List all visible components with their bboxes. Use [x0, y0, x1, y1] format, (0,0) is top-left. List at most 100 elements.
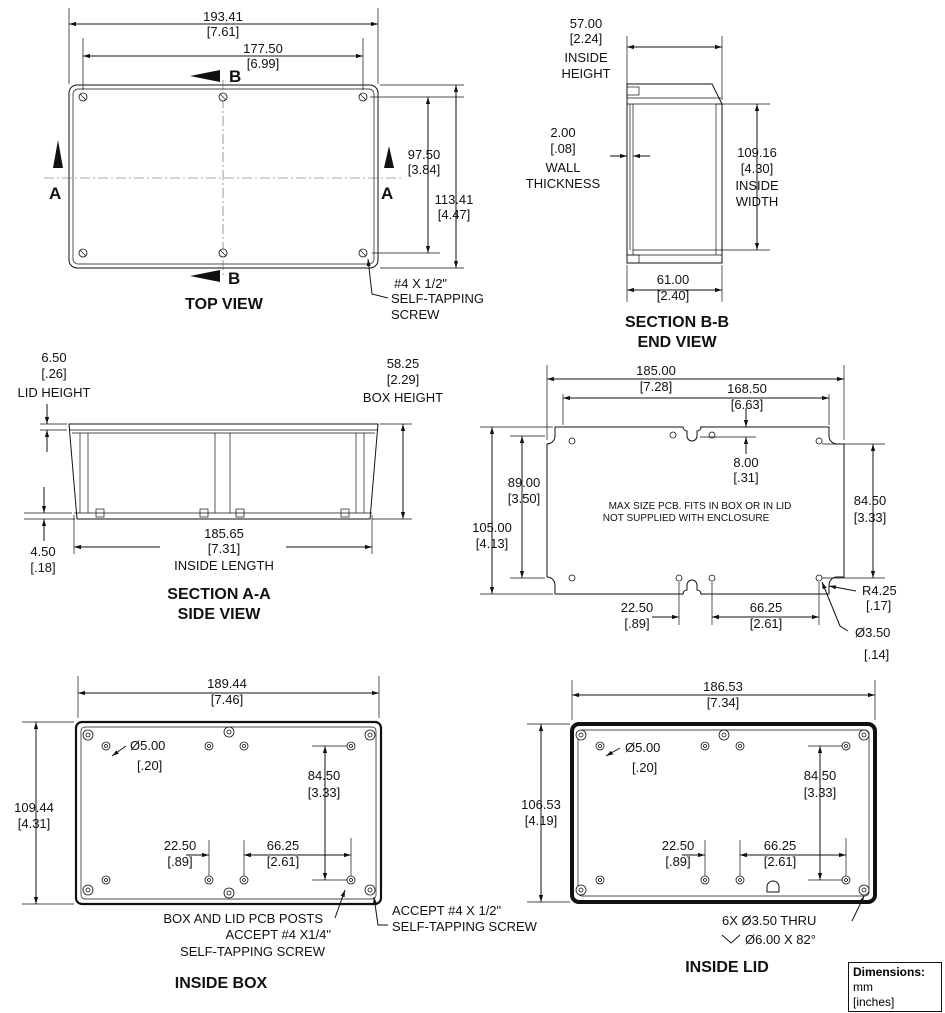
inside-length-label: INSIDE LENGTH — [174, 558, 274, 573]
side-view: 6.50 [.26] LID HEIGHT 58.25 [2.29] BOX H… — [18, 350, 444, 623]
pcb-hole-span-x-in: [6.63] — [731, 397, 764, 412]
end-bottom-mm: 61.00 — [657, 272, 690, 287]
side-view-title-1: SECTION A-A — [167, 586, 271, 603]
wall-label2: THICKNESS — [526, 176, 601, 191]
box-height-2-mm: 109.44 — [14, 800, 54, 815]
box-post-dia-mm: Ø5.00 — [130, 738, 165, 753]
lid-post-dia-mm: Ø5.00 — [625, 740, 660, 755]
section-a-right-arrow-icon — [384, 146, 394, 168]
inside-lid-inner-outline — [577, 729, 870, 897]
section-b-bottom-arrow-icon — [190, 270, 220, 282]
inside-lid-title: INSIDE LID — [685, 959, 769, 976]
box-height-2-in: [4.31] — [18, 816, 51, 831]
inside-width-label2: WIDTH — [736, 194, 779, 209]
top-view-outline — [68, 84, 379, 269]
pcb-height-in: [4.13] — [476, 536, 509, 551]
pcb-hole-span-x-mm: 168.50 — [727, 381, 767, 396]
end-bottom-in: [2.40] — [657, 288, 690, 303]
box-note-corner-2: SELF-TAPPING SCREW — [392, 919, 538, 934]
box-span-y-mm: 84.50 — [308, 768, 341, 783]
box-note-posts-1: BOX AND LID PCB POSTS — [163, 911, 323, 926]
pcb-notch-in: [.31] — [733, 470, 758, 485]
pcb-mid-left-in: [.89] — [624, 616, 649, 631]
box-mid-right-in: [2.61] — [267, 854, 300, 869]
inside-height-label1: INSIDE — [564, 50, 608, 65]
lid-span-y-mm: 84.50 — [804, 768, 837, 783]
inside-height-mm: 57.00 — [570, 16, 603, 31]
pcb-view: MAX SIZE PCB. FITS IN BOX OR IN LID NOT … — [472, 363, 897, 662]
inside-width-mm: 109.16 — [737, 145, 777, 160]
dimensions-legend: Dimensions: mm [inches] — [848, 962, 942, 1012]
pcb-hole-span-y-in: [3.50] — [508, 491, 541, 506]
inside-box-post-icons — [82, 726, 376, 899]
lid-thru-note-2: Ø6.00 X 82° — [745, 932, 816, 947]
top-width-in: [7.61] — [207, 24, 240, 39]
section-b-label-top: B — [229, 67, 241, 86]
section-a-label-right: A — [381, 184, 393, 203]
lid-mid-right-in: [2.61] — [764, 854, 797, 869]
top-height-in: [4.47] — [438, 207, 471, 222]
top-hole-span-x-mm: 177.50 — [243, 41, 283, 56]
box-note-posts-3: SELF-TAPPING SCREW — [180, 944, 326, 959]
pcb-mid-right-in: [2.61] — [750, 616, 783, 631]
top-view: A A B B 193.41 [7.61] 177.50 [6.99] 97.5… — [44, 8, 484, 322]
top-view-inner-outline — [72, 88, 375, 265]
pcb-right-span-in: [3.33] — [854, 510, 887, 525]
top-width-mm: 193.41 — [203, 9, 243, 24]
box-height-label: BOX HEIGHT — [363, 390, 443, 405]
box-note-corner-1: ACCEPT #4 X 1/2" — [392, 903, 502, 918]
inside-box-view: 189.44 [7.46] 109.44 [4.31] Ø5.00 [.20] … — [14, 676, 538, 992]
lid-height-in: [.26] — [41, 366, 66, 381]
section-a-left-arrow-icon — [53, 140, 63, 168]
lid-width-in: [7.34] — [707, 695, 740, 710]
top-hole-span-y-mm: 97.50 — [408, 147, 441, 162]
lid-width-mm: 186.53 — [703, 679, 743, 694]
end-view: 57.00 [2.24] INSIDE HEIGHT 2.00 [.08] WA… — [526, 16, 779, 351]
screw-hole-icons — [78, 92, 368, 258]
pcb-hole-dia-mm: Ø3.50 — [855, 625, 890, 640]
wall-in: [.08] — [550, 141, 575, 156]
section-a-label-left: A — [49, 184, 61, 203]
top-height-mm: 113.41 — [435, 192, 474, 207]
lid-mid-right-mm: 66.25 — [764, 838, 797, 853]
end-view-title-1: SECTION B-B — [625, 314, 729, 331]
pcb-mid-right-mm: 66.25 — [750, 600, 783, 615]
wall-mm: 2.00 — [550, 125, 575, 140]
lid-height-label: LID HEIGHT — [18, 385, 91, 400]
inside-box-inner-outline — [80, 726, 377, 900]
box-post-dia-in: [.20] — [137, 758, 162, 773]
pcb-width-mm: 185.00 — [636, 363, 676, 378]
screw-note-line2: SELF-TAPPING — [391, 291, 484, 306]
pcb-hole-dia-in: [.14] — [864, 647, 889, 662]
side-view-outline — [68, 423, 379, 520]
lid-thru-note-1: 6X Ø3.50 THRU — [722, 913, 816, 928]
screw-note-line3: SCREW — [391, 307, 440, 322]
legend-unit: mm — [853, 980, 873, 994]
box-mid-left-in: [.89] — [167, 854, 192, 869]
end-view-title-2: END VIEW — [637, 334, 717, 351]
countersink-icon — [721, 934, 741, 944]
box-mid-left-mm: 22.50 — [164, 838, 197, 853]
top-view-title: TOP VIEW — [185, 296, 264, 313]
pcb-radius-in: [.17] — [866, 598, 891, 613]
pcb-right-span-mm: 84.50 — [854, 493, 887, 508]
pcb-outline — [546, 426, 845, 595]
lid-height-2-mm: 106.53 — [521, 797, 561, 812]
end-view-outline — [626, 83, 723, 264]
inside-width-in: [4.30] — [741, 161, 774, 176]
section-b-label-bottom: B — [228, 269, 240, 288]
side-view-title-2: SIDE VIEW — [178, 606, 262, 623]
inside-lid-post-icons — [575, 729, 870, 896]
inside-lid-outline — [570, 722, 877, 904]
box-span-y-in: [3.33] — [308, 785, 341, 800]
screw-note-line1: #4 X 1/2" — [394, 276, 447, 291]
box-note-posts-2: ACCEPT #4 X1/4" — [225, 927, 331, 942]
pcb-height-mm: 105.00 — [472, 520, 512, 535]
inside-height-in: [2.24] — [570, 31, 603, 46]
top-hole-span-x-in: [6.99] — [247, 56, 280, 71]
lid-post-dia-in: [.20] — [632, 760, 657, 775]
inside-width-label1: INSIDE — [735, 178, 779, 193]
top-hole-span-y-in: [3.84] — [408, 162, 441, 177]
box-width-in: [7.46] — [211, 692, 244, 707]
pcb-radius-mm: R4.25 — [862, 583, 897, 598]
